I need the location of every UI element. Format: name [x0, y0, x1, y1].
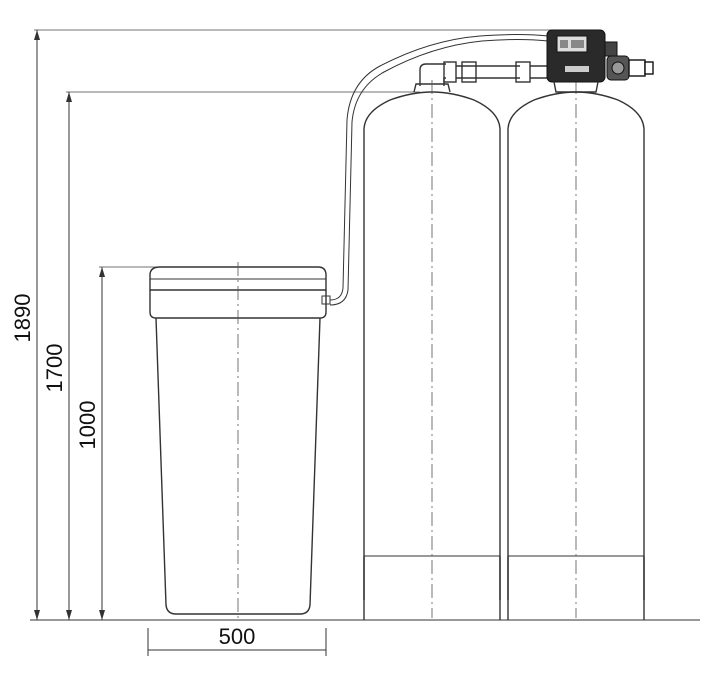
resin-tank-right [507, 80, 645, 620]
dimension-label-1700: 1700 [42, 344, 67, 393]
brine-line [329, 34, 549, 306]
dimension-label-1000: 1000 [75, 401, 100, 450]
dimension-overall-height: 1890 [10, 29, 560, 620]
dimension-brine-tank-height: 1000 [75, 266, 300, 620]
resin-tank-left [363, 80, 501, 620]
dimension-brine-tank-width: 500 [147, 624, 327, 656]
dimension-tank-height: 1700 [42, 91, 420, 620]
dimension-label-500: 500 [219, 624, 256, 649]
brine-tank [149, 262, 331, 618]
control-valve [546, 29, 654, 93]
dimension-label-1890: 1890 [10, 294, 35, 343]
interconnect-pipe [419, 61, 548, 86]
